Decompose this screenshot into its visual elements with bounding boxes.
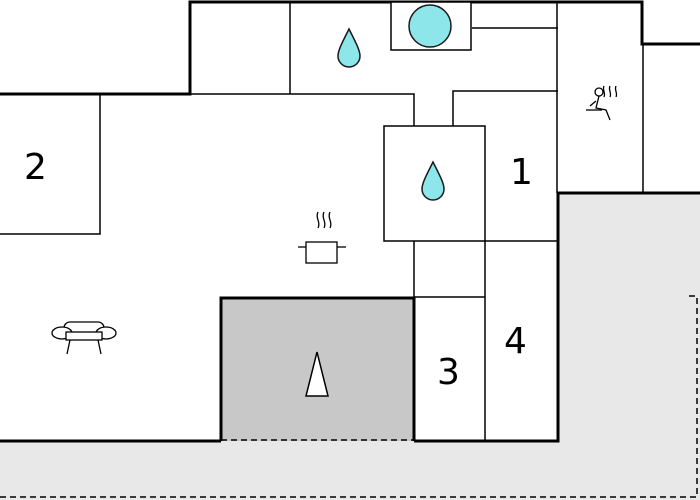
north-arrow-icon xyxy=(305,351,329,397)
outdoor-area xyxy=(0,193,700,500)
room-label-3: 3 xyxy=(437,352,460,393)
washing-machine-icon xyxy=(390,1,472,51)
outdoor-boundary xyxy=(0,295,698,498)
interior-walls xyxy=(0,2,644,441)
room-label-1: 1 xyxy=(510,152,533,193)
outer-wall-right xyxy=(414,191,700,443)
water-drop-icon xyxy=(337,27,361,68)
sofa-icon xyxy=(51,321,117,355)
water-drop-icon xyxy=(421,160,445,201)
room-label-2: 2 xyxy=(24,147,47,188)
room-label-4: 4 xyxy=(504,321,527,362)
cooking-pot-icon xyxy=(298,211,346,264)
sauna-icon xyxy=(586,85,618,121)
